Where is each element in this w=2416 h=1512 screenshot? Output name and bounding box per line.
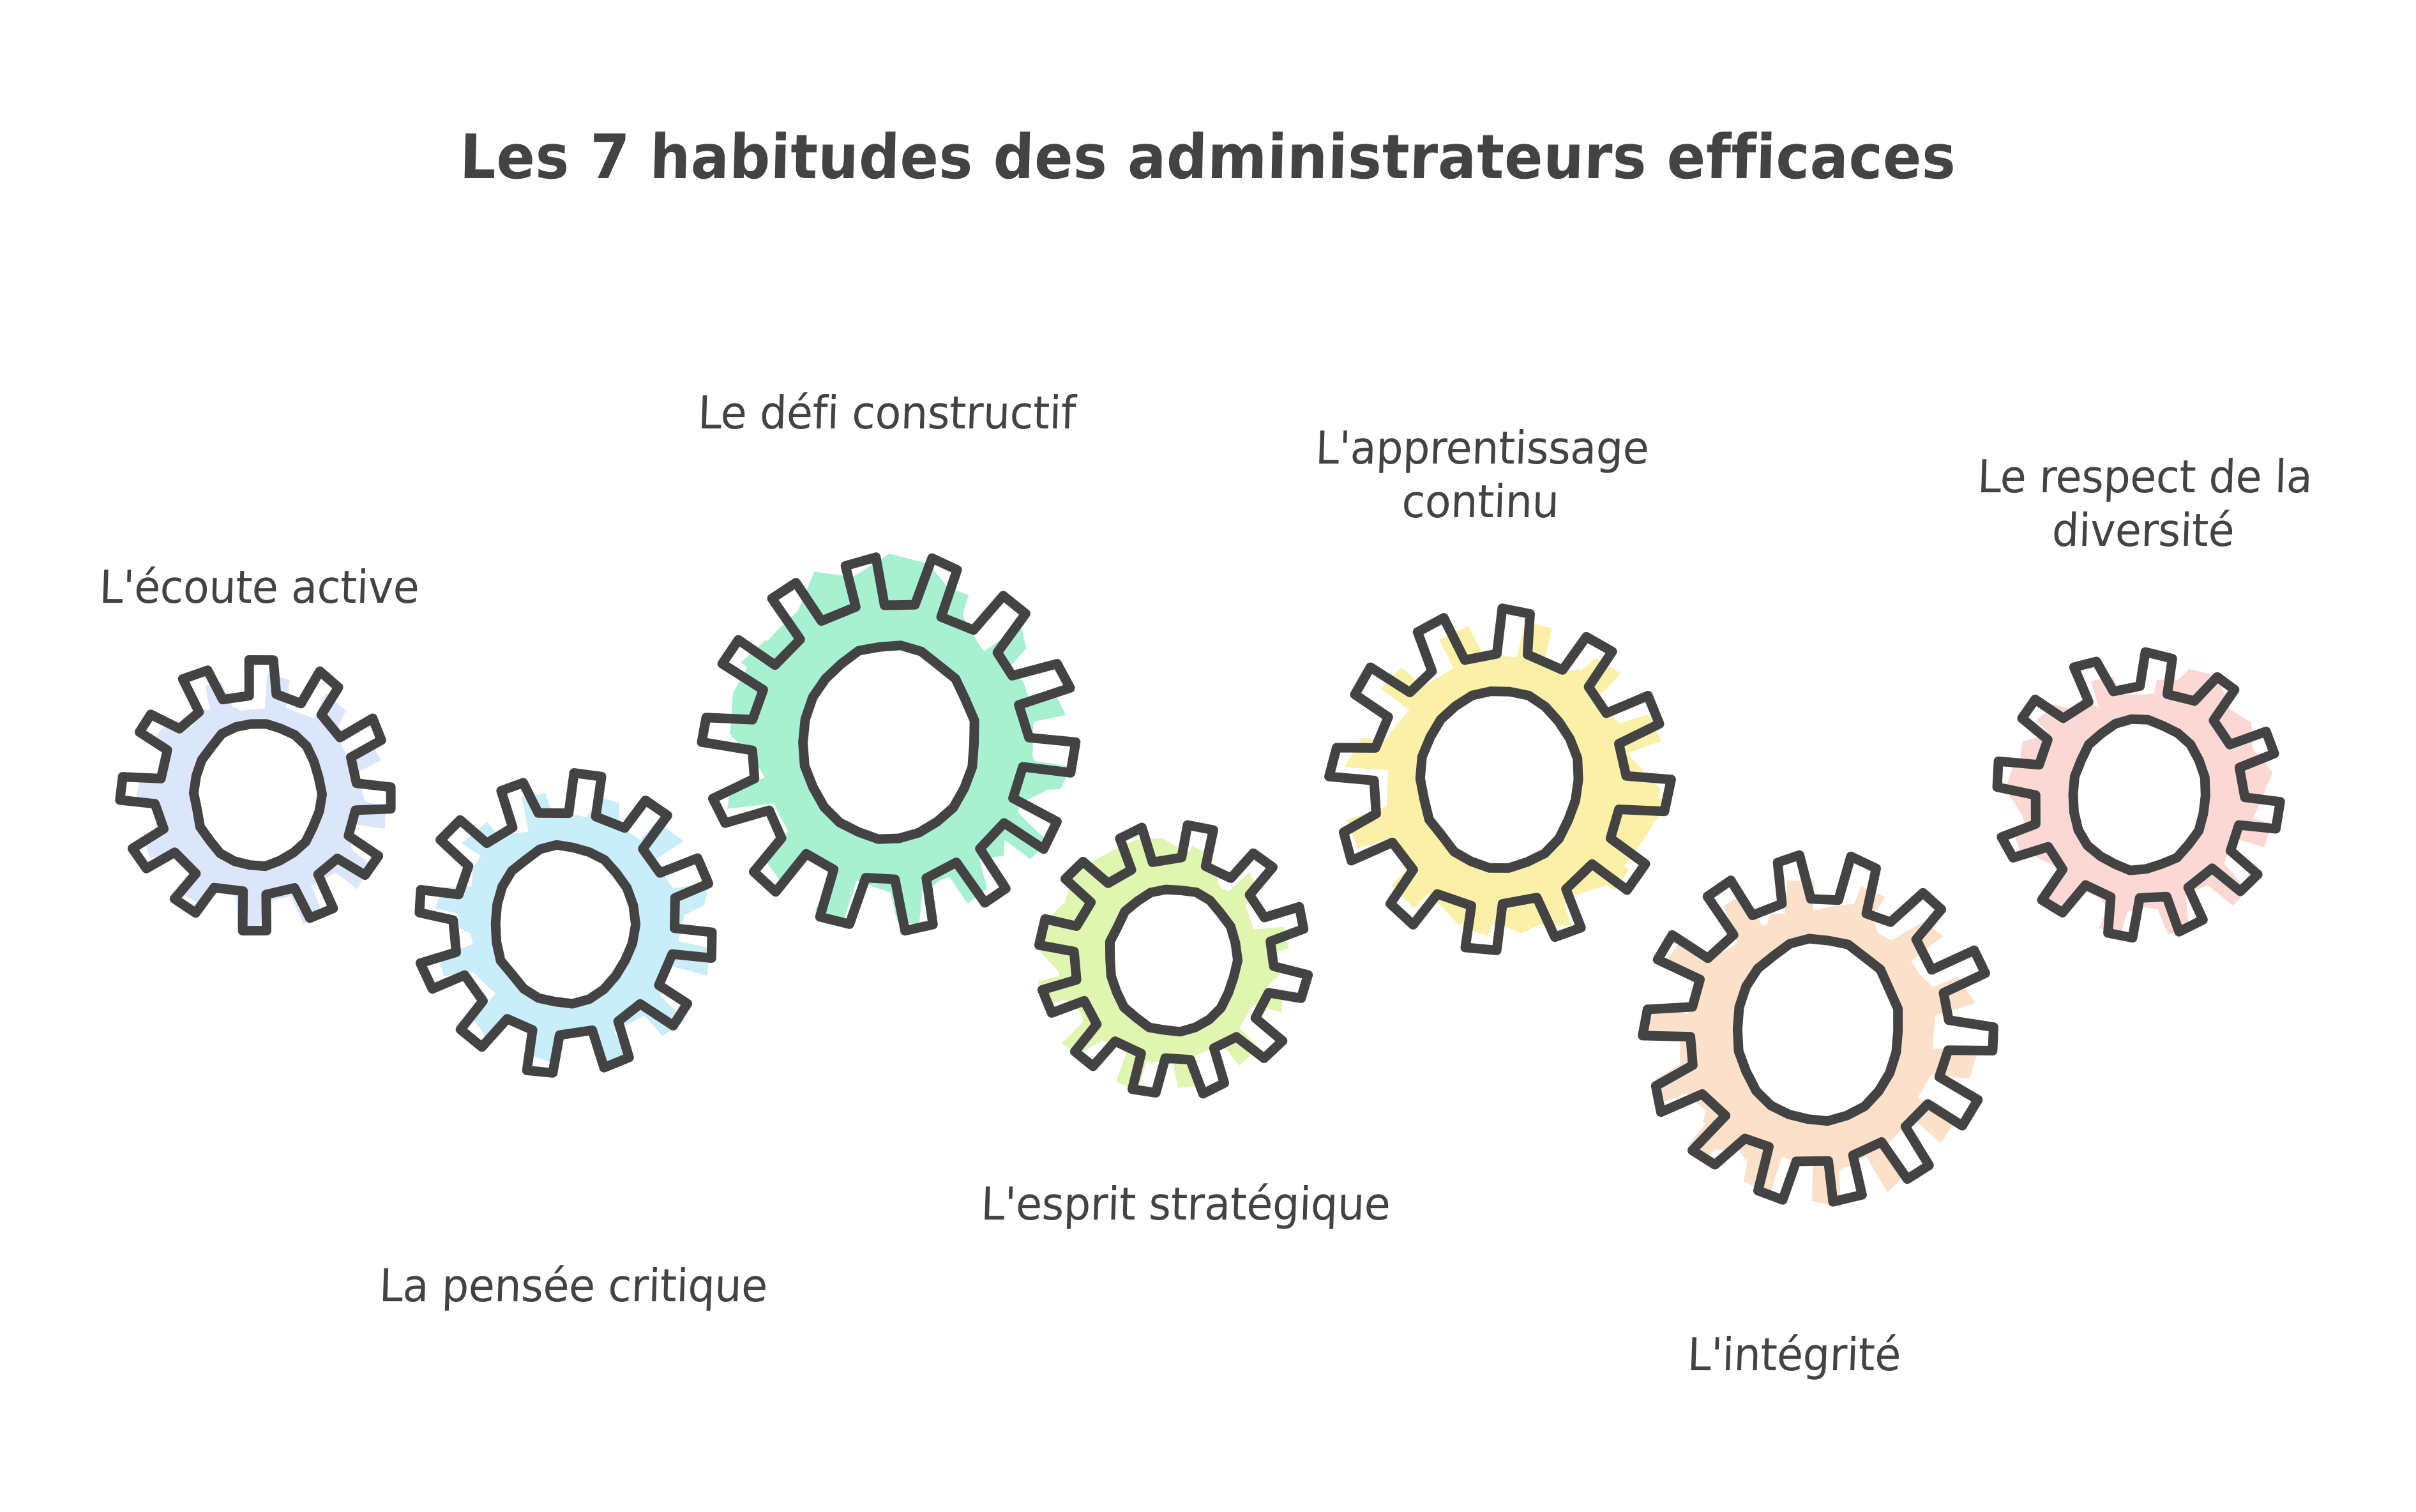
gear-ecoute-active[interactable] <box>115 655 396 936</box>
gear-integrite[interactable] <box>1638 850 1998 1207</box>
gear-defi-constructif-outline <box>697 552 1081 936</box>
gear-respect-diversite-outline <box>1992 647 2285 943</box>
gear-pensee-critique[interactable] <box>414 768 717 1078</box>
gear-ecoute-active-outline <box>115 655 396 936</box>
gear-integrite-hub-mask <box>1739 939 1903 1123</box>
gear-respect-diversite-hub-mask <box>2071 718 2206 871</box>
gear-apprentissage-continu[interactable] <box>1324 603 1676 955</box>
gear-defi-constructif-hub-mask <box>803 644 978 838</box>
gear-pensee-critique-hub-mask <box>495 845 637 1003</box>
gear-apprentissage-continu-hub-outline <box>1415 686 1583 873</box>
gear-esprit-strategique-hub-outline <box>1105 884 1243 1037</box>
gear-ecoute-active-fill <box>137 674 386 928</box>
gear-apprentissage-continu-outline <box>1324 603 1676 955</box>
gear-esprit-strategique[interactable] <box>1034 820 1313 1099</box>
gear-defi-constructif-hub-outline <box>798 640 979 844</box>
gear-ecoute-active-hub-outline <box>188 719 327 872</box>
gear-pensee-critique-outline <box>414 768 717 1078</box>
gear-esprit-strategique-hub-mask <box>1108 886 1239 1031</box>
gear-fill-layer <box>137 554 2273 1207</box>
gear-integrite-hub-outline <box>1732 934 1903 1126</box>
gear-defi-constructif[interactable] <box>697 552 1081 936</box>
gear-respect-diversite-hub-outline <box>2068 714 2210 875</box>
gear-respect-diversite[interactable] <box>1992 647 2285 943</box>
gear-ecoute-active-hub-mask <box>193 721 324 863</box>
gear-pensee-critique-hub-outline <box>490 840 641 1009</box>
gear-esprit-strategique-outline <box>1034 820 1313 1099</box>
gear-apprentissage-continu-hub-mask <box>1419 691 1579 867</box>
gear-outline-layer <box>115 552 2285 1207</box>
gear-integrite-outline <box>1638 850 1998 1207</box>
